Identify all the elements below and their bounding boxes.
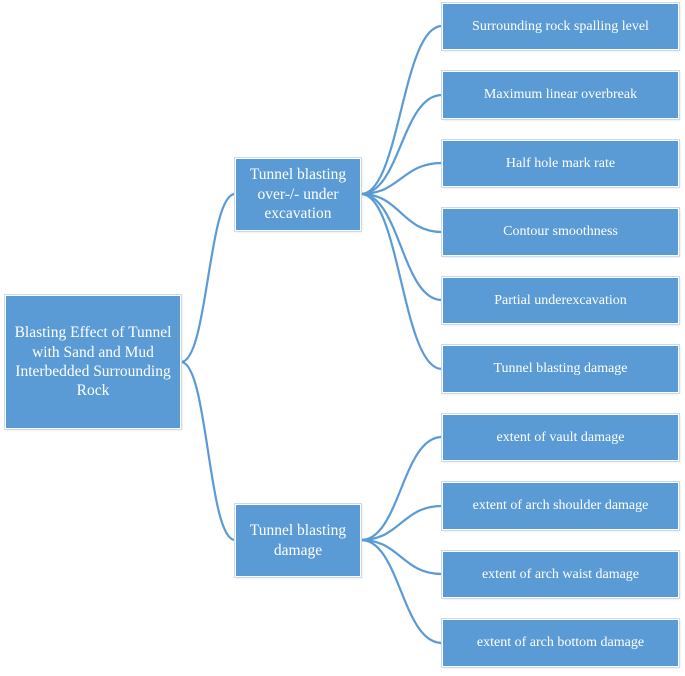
connector-b0-leaf-5 [360,192,443,371]
leaf-node-label: extent of arch shoulder damage [472,498,649,514]
connector-root-branch-0 [180,192,236,364]
leaf-node-label: Maximum linear overbreak [483,87,638,103]
leaf-node-label: Half hole mark rate [505,155,616,171]
leaf-node-label: extent of arch waist damage [481,566,640,582]
connector-b1-leaf-2 [360,538,443,576]
leaf-node: extent of arch shoulder damage [442,482,679,530]
root-node: Blasting Effect of Tunnel with Sand and … [5,295,181,429]
connector-b0-leaf-0 [360,24,443,196]
branch-node-label: Tunnel blasting damage [249,522,347,559]
branch-node-over-under-excavation: Tunnel blasting over-/- under excavation [235,158,361,231]
connector-b0-leaf-1 [360,93,443,196]
connector-root-branch-1 [180,360,236,542]
connector-b1-leaf-0 [360,435,443,542]
leaf-node: Contour smoothness [442,208,679,256]
branch-node-blasting-damage: Tunnel blasting damage [235,504,361,577]
leaf-node: Tunnel blasting damage [442,345,679,393]
connector-b1-leaf-3 [360,538,443,645]
leaf-node-label: Partial underexcavation [494,292,627,308]
leaf-node: Partial underexcavation [442,277,679,324]
leaf-node: extent of vault damage [442,414,679,461]
connector-b0-leaf-2 [360,161,443,196]
leaf-node: Half hole mark rate [442,140,679,187]
branch-node-label: Tunnel blasting over-/- under excavation [249,166,347,223]
leaf-node-label: Surrounding rock spalling level [472,18,649,34]
connector-b1-leaf-1 [360,504,443,542]
leaf-node: Maximum linear overbreak [442,71,679,119]
leaf-node-label: Tunnel blasting damage [493,361,628,377]
connector-b0-leaf-3 [360,192,443,234]
leaf-node: extent of arch waist damage [442,551,679,598]
leaf-node-label: extent of vault damage [496,429,625,445]
root-node-label: Blasting Effect of Tunnel with Sand and … [14,324,172,400]
leaf-node: Surrounding rock spalling level [442,3,679,50]
connector-b0-leaf-4 [360,192,443,302]
leaf-node: extent of arch bottom damage [442,619,679,667]
leaf-node-label: Contour smoothness [503,224,618,240]
leaf-node-label: extent of arch bottom damage [476,635,645,651]
